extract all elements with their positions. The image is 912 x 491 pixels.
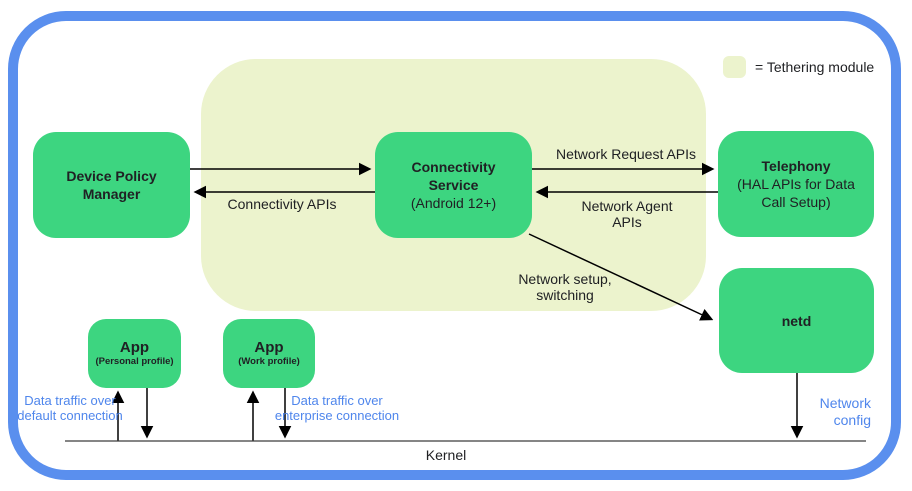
legend-label: = Tethering module (755, 59, 875, 75)
label-network-setup-switching: Network setup, switching (518, 271, 612, 303)
box-device-policy-manager: Device Policy Manager (33, 132, 190, 238)
box-app-personal-subtitle: (Personal profile) (95, 356, 174, 367)
box-telephony-subtitle: (HAL APIs for Data Call Setup) (737, 176, 855, 210)
label-network-config: Network config (819, 395, 871, 428)
box-device-policy-manager-title: Device Policy Manager (66, 168, 157, 202)
box-connectivity-service-title: Connectivity Service (411, 159, 496, 193)
device-boundary-frame (8, 11, 901, 480)
label-kernel: Kernel (425, 447, 467, 463)
label-data-traffic-enterprise: Data traffic over enterprise connection (274, 393, 400, 423)
legend: = Tethering module (723, 56, 874, 78)
label-data-traffic-default: Data traffic over default connection (17, 393, 123, 423)
box-app-work-title: App (254, 339, 284, 356)
label-connectivity-apis: Connectivity APIs (227, 196, 337, 212)
tethering-module-swatch-icon (723, 56, 746, 78)
box-netd: netd (719, 268, 874, 373)
box-app-work: App (Work profile) (223, 319, 315, 388)
box-app-personal-title: App (119, 339, 150, 356)
box-telephony-title: Telephony (761, 158, 831, 174)
box-netd-title: netd (781, 312, 812, 329)
label-network-request-apis: Network Request APIs (555, 146, 697, 162)
label-network-agent-apis: Network Agent APIs (581, 198, 673, 230)
box-connectivity-service: Connectivity Service (Android 12+) (375, 132, 532, 238)
arrow-connectivity-to-netd (528, 233, 714, 321)
box-connectivity-service-subtitle: (Android 12+) (410, 195, 497, 211)
box-telephony: Telephony (HAL APIs for Data Call Setup) (718, 131, 874, 237)
box-app-work-subtitle: (Work profile) (238, 356, 300, 367)
box-app-personal: App (Personal profile) (88, 319, 181, 388)
